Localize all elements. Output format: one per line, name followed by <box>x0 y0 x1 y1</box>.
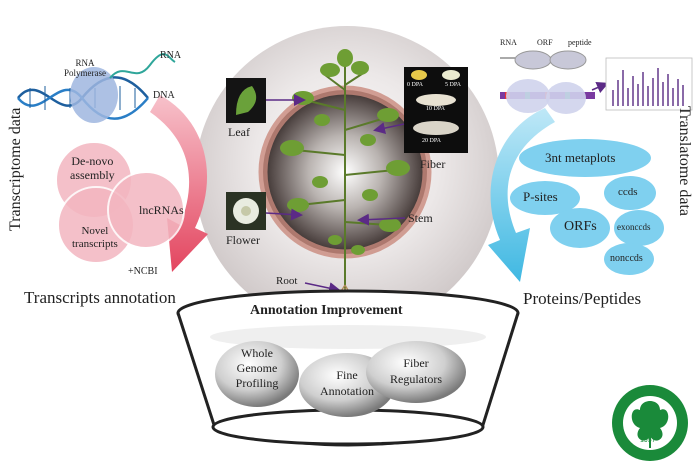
plant-leaves <box>280 49 410 255</box>
institute-logo <box>612 385 688 461</box>
bowl-item-annotation-label: Fine Annotation <box>320 368 374 398</box>
translatome-orf-label: ORF <box>537 38 553 47</box>
stem-label: Stem <box>408 211 433 225</box>
transcriptome-side-label: Transcriptome data <box>7 107 24 231</box>
lncrnas-label: lncRNAs <box>139 203 184 217</box>
proteins-peptides-label: Proteins/Peptides <box>523 289 642 308</box>
logo-year: 1957 <box>640 437 656 444</box>
bowl-item-fiber <box>366 341 466 403</box>
translatome-rna-label: RNA <box>500 38 517 47</box>
bowl-title: Annotation Improvement <box>250 303 403 318</box>
flower-label: Flower <box>226 233 260 247</box>
bowl-item-genome <box>215 341 299 407</box>
dna-label: DNA <box>153 90 175 101</box>
venn-circles <box>55 141 185 264</box>
exonccds-label: exonccds <box>617 222 651 232</box>
rna-label: RNA <box>160 50 182 61</box>
translatome-side-label: Translatome data <box>676 105 693 217</box>
fiber-label: Fiber <box>420 157 446 171</box>
metaplot-chart <box>605 57 693 111</box>
metaplots-label: 3nt metaplots <box>545 150 616 165</box>
bowl-item-fiber-label: Fiber Regulators <box>390 356 442 386</box>
blue-arrow <box>488 108 555 282</box>
rna-strand <box>109 53 176 79</box>
pink-arrow <box>150 95 208 272</box>
fiber-stage-5: 5 DPA <box>445 82 461 88</box>
leaf-label: Leaf <box>228 125 250 139</box>
psites-label: P-sites <box>523 189 558 204</box>
fiber-photos <box>404 67 468 153</box>
ncbi-label: +NCBI <box>128 266 158 277</box>
fiber-stage-0: 0 DPA <box>407 82 423 88</box>
ccds-label: ccds <box>618 186 638 198</box>
transcripts-annotation-label: Transcripts annotation <box>24 288 176 307</box>
fiber-stage-10: 10 DPA <box>426 106 445 112</box>
novel-transcripts-label: Novel transcripts <box>72 225 118 250</box>
root-label: Root <box>276 275 298 287</box>
nonccds-label: nonccds <box>610 253 643 264</box>
bowl-item-genome-label: Whole Genome Profiling <box>235 346 279 390</box>
orfs-label: ORFs <box>564 219 597 234</box>
blue-ellipses <box>510 139 664 275</box>
rna-polymerase-blob <box>70 67 118 123</box>
rna-polymerase-label: RNA Polymerase <box>64 58 106 78</box>
denovo-label: De-novo assembly <box>70 154 115 182</box>
ribosome-graphic <box>500 50 609 114</box>
fiber-stage-20: 20 DPA <box>422 138 441 144</box>
translatome-peptide-label: peptide <box>568 38 592 47</box>
